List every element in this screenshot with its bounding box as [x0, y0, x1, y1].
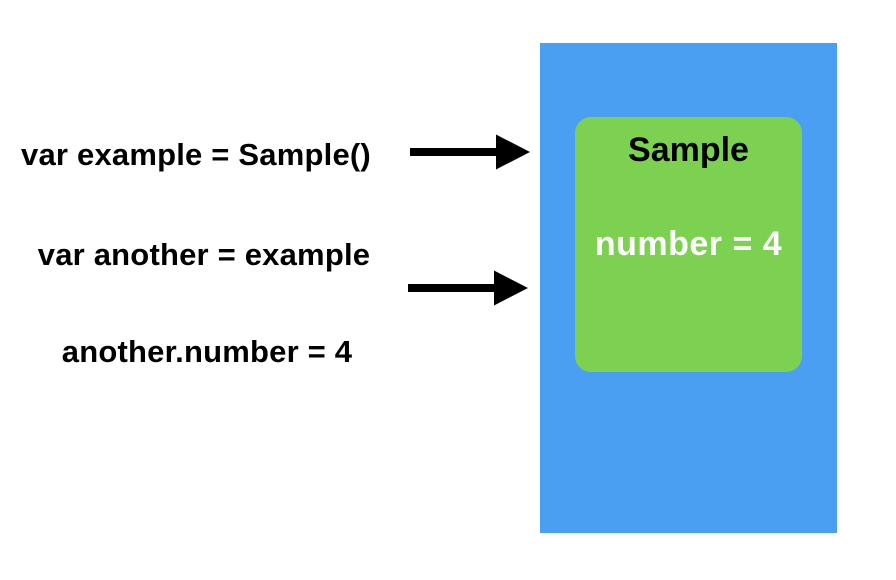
property-value-label: number = 4: [594, 225, 783, 263]
class-name-label: Sample: [628, 131, 749, 169]
code-line-another-number: another.number = 4: [61, 334, 353, 369]
code-line-var-another: var another = example: [37, 237, 371, 272]
sample-instance-box: Sample number = 4: [575, 117, 802, 372]
right-arrow-icon: [408, 270, 528, 306]
right-arrow-icon: [410, 134, 530, 170]
reference-target-box: Sample number = 4: [540, 43, 837, 533]
code-line-var-example: var example = Sample(): [21, 137, 371, 172]
